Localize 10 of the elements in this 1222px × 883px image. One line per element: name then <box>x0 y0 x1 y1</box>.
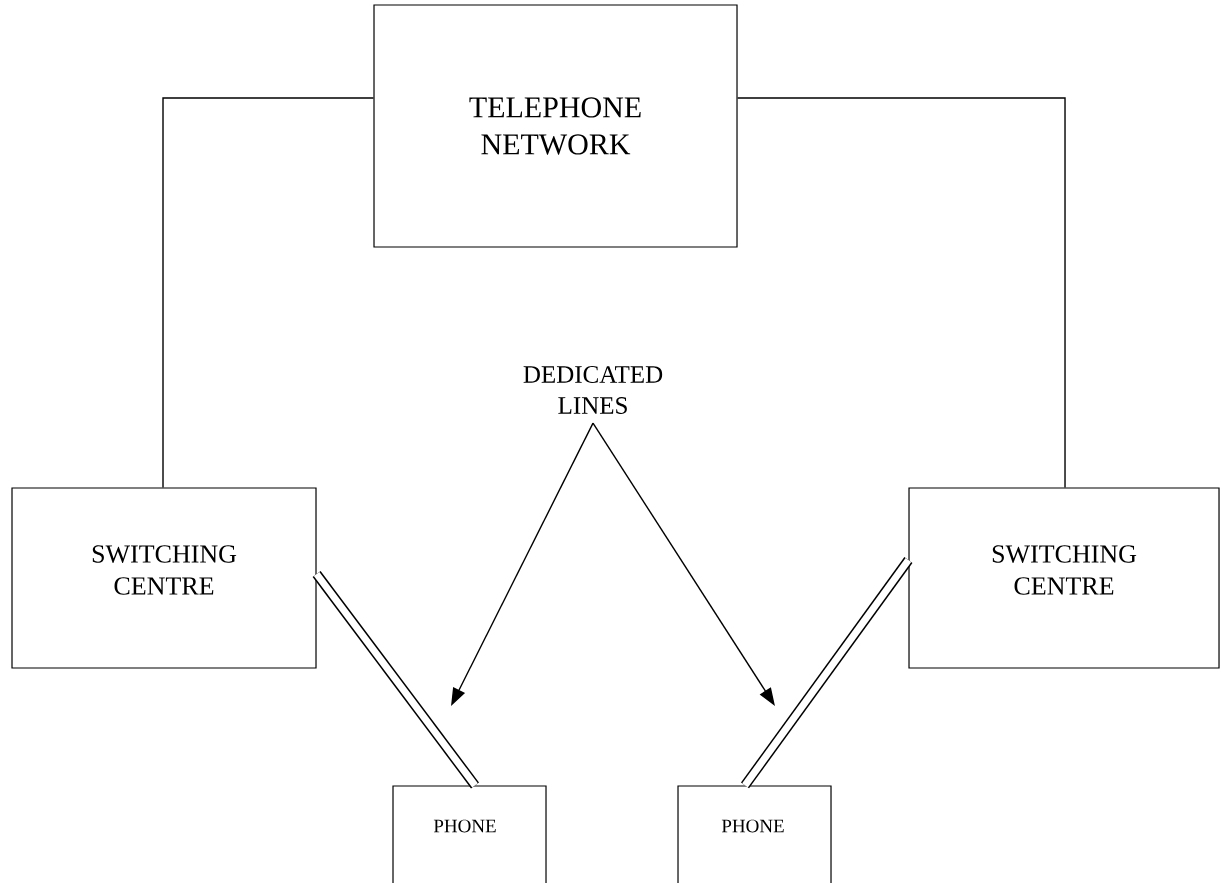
connecting-line <box>162 97 375 489</box>
dedicated-line <box>312 571 479 789</box>
connecting-line <box>736 97 1066 489</box>
switching-centre-box: SWITCHING CENTRE <box>11 487 317 669</box>
network-box: TELEPHONE NETWORK <box>373 4 738 248</box>
phone-box: PHONE <box>677 785 832 883</box>
phone-box: PHONE <box>392 785 547 883</box>
switching-centre-box: SWITCHING CENTRE <box>908 487 1220 669</box>
dedicated-line <box>740 557 913 789</box>
callout-text: DEDICATED LINES <box>523 366 663 414</box>
